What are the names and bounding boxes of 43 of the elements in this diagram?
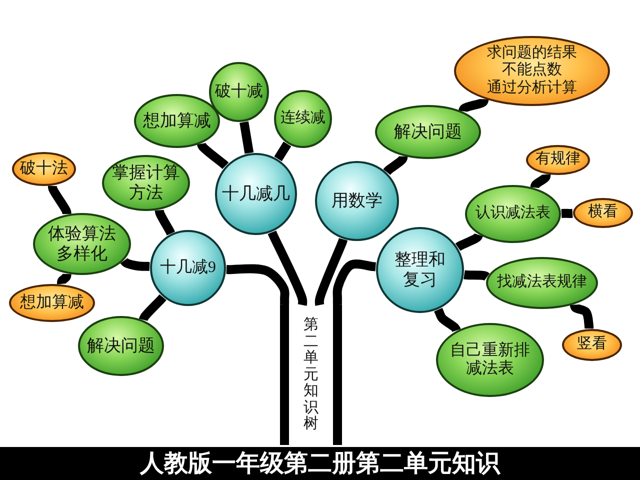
node-label: 十几减9 xyxy=(160,258,216,278)
node-label: 破十减 xyxy=(215,82,263,102)
node-label: 不能点数 xyxy=(502,62,562,80)
node-label: 连续减 xyxy=(280,110,326,128)
node-label: 体验算法多样化 xyxy=(47,224,117,264)
node-label: 求问题的结果 xyxy=(487,45,577,62)
branch-line xyxy=(48,184,72,216)
node-label: 自己重新排减法表 xyxy=(449,342,531,378)
node-label: 解决问题 xyxy=(87,336,155,356)
node-label: 整理和复习 xyxy=(394,250,446,290)
topic-circle xyxy=(315,161,399,241)
branch-line xyxy=(240,120,254,155)
branch-line xyxy=(530,172,551,190)
node-label: 竖看 xyxy=(577,336,607,354)
node-label: 掌握计算方法 xyxy=(111,163,181,203)
node-label: 用数学 xyxy=(332,191,382,211)
node-label: 破十法 xyxy=(20,160,68,178)
node-label: 通过分析计算 xyxy=(487,80,577,97)
node-label: 十几减几 xyxy=(222,184,290,204)
branch-line xyxy=(458,98,489,113)
branch-line xyxy=(268,230,308,306)
branch-line xyxy=(560,208,574,218)
node-label: 解决问题 xyxy=(394,122,462,142)
branch-line xyxy=(455,232,483,251)
branch-line xyxy=(462,270,490,281)
branch-line xyxy=(224,264,290,306)
branch-line xyxy=(197,142,229,170)
branch-line xyxy=(314,238,348,306)
node-label: 横看 xyxy=(588,204,618,222)
node-label: 想加算减 xyxy=(143,111,211,131)
branch-line xyxy=(434,308,461,332)
branch-line xyxy=(120,258,152,271)
branch-line xyxy=(154,208,175,236)
branch-line xyxy=(332,259,378,306)
branch-line xyxy=(139,294,166,322)
branch-line xyxy=(274,142,292,162)
branch-line xyxy=(57,272,72,286)
node-label: 有规律 xyxy=(536,151,580,169)
trunk-label: 第二单元知识树 xyxy=(304,317,318,433)
node-label: 找减法表规律 xyxy=(497,274,587,292)
node-label: 认识减法表 xyxy=(476,205,550,223)
node-label: 想加算减 xyxy=(20,294,84,312)
caption: 人教版一年级第二册第二单元知识 xyxy=(0,447,640,480)
